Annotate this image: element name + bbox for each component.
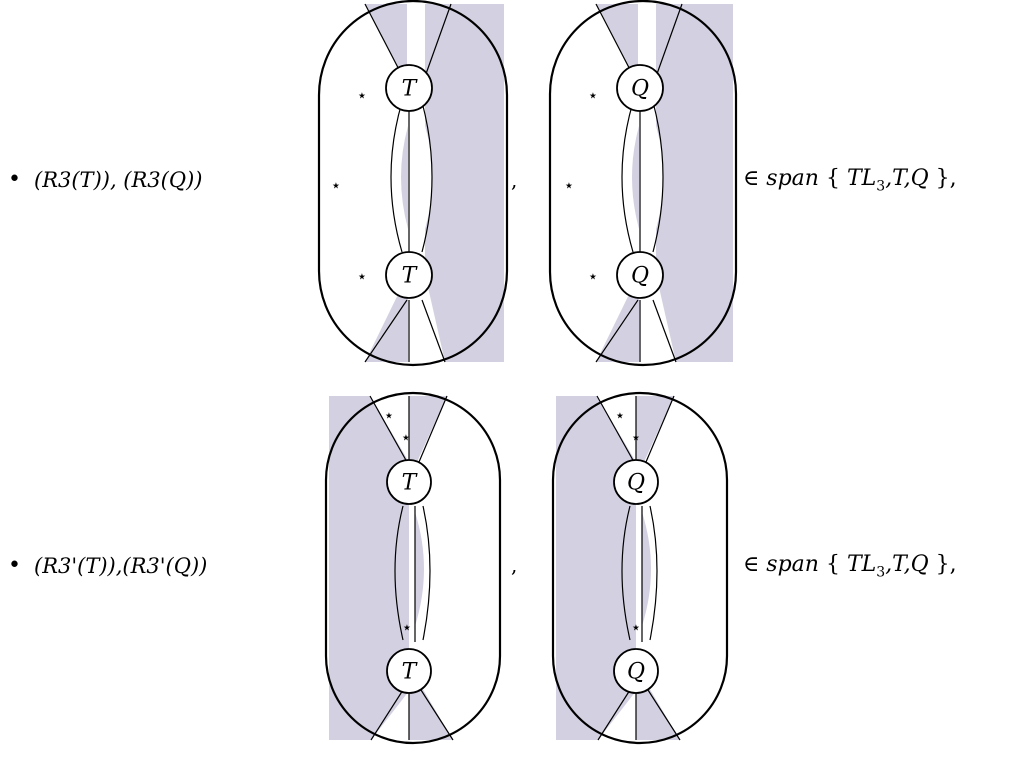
element-of-symbol: ∈ <box>743 166 760 191</box>
diagram-r3prime-q-bottom-label: Q <box>627 660 645 685</box>
span-word: span <box>766 552 819 577</box>
diagram-r3prime-t-outline <box>324 391 502 745</box>
relation-label: (R3(T)), (R3(Q)) <box>34 168 203 192</box>
diagram-r3-q-shading <box>596 4 733 362</box>
diagram-r3prime-q-top-disc <box>613 459 659 505</box>
comma: , <box>511 168 518 192</box>
star-marker: ⋆ <box>357 267 368 287</box>
star-marker: ⋆ <box>615 406 626 426</box>
diagram-r3prime-q-bottom-disc <box>613 648 659 694</box>
diagram-r3prime-q-shading <box>556 396 680 740</box>
star-marker: ⋆ <box>384 406 395 426</box>
star-marker: ⋆ <box>588 267 599 287</box>
diagram-r3-t-outline <box>317 0 509 367</box>
diagram-r3prime-t-top-label: T <box>402 471 419 496</box>
span-rest: ,T,Q <box>885 166 929 191</box>
diagram-r3-q-bottom-disc <box>616 251 664 299</box>
span-relation: ∈ span { TL3,T,Q }, <box>743 552 957 580</box>
star-marker: ⋆ <box>564 176 575 196</box>
element-of-symbol: ∈ <box>743 552 760 577</box>
tl-subscript: 3 <box>876 178 886 195</box>
diagram-r3prime-t-shading <box>329 396 453 740</box>
diagram-r3-q-outline <box>548 0 738 367</box>
diagram-r3-t-bottom-label: T <box>402 264 419 289</box>
diagram-r3-t: T T ⋆ ⋆ ⋆ <box>317 0 509 367</box>
comma: , <box>511 553 518 577</box>
diagram-r3prime-q-outline <box>551 391 729 745</box>
diagram-r3prime-t: T T ⋆ ⋆ ⋆ <box>324 391 502 745</box>
span-word: span <box>766 166 819 191</box>
star-marker: ⋆ <box>402 618 413 638</box>
bullet: • <box>8 167 21 192</box>
tl-subscript: 3 <box>876 564 886 581</box>
diagram-r3-t-bottom-disc <box>385 251 433 299</box>
diagram-r3prime-t-bottom-label: T <box>402 660 419 685</box>
diagram-r3-q-bottom-label: Q <box>631 264 649 289</box>
close-brace: }, <box>935 552 957 577</box>
relation-label: (R3'(T)),(R3'(Q)) <box>34 554 208 578</box>
diagram-r3-q-top-label: Q <box>631 77 649 102</box>
tl-base: TL <box>846 552 877 577</box>
diagram-r3prime-t-bottom-disc <box>386 648 432 694</box>
diagram-r3-t-top-disc <box>385 64 433 112</box>
star-marker: ⋆ <box>357 86 368 106</box>
diagram-r3prime-t-top-disc <box>386 459 432 505</box>
diagram-r3prime-q-strands <box>596 395 681 741</box>
diagram-r3-q-top-disc <box>616 64 664 112</box>
diagram-r3-t-shading <box>365 4 504 362</box>
star-marker: ⋆ <box>401 428 412 448</box>
relation-row-1: • (R3(T)), (R3(Q)) T T ⋆ ⋆ ⋆ , <box>8 0 957 367</box>
open-brace: { <box>825 552 840 577</box>
close-brace: }, <box>935 166 957 191</box>
star-marker: ⋆ <box>631 428 642 448</box>
span-rest: ,T,Q <box>885 552 929 577</box>
diagram-r3prime-q-top-label: Q <box>627 471 645 496</box>
diagram-r3prime-t-strands <box>369 395 454 741</box>
diagram-r3prime-q: Q Q ⋆ ⋆ ⋆ <box>551 391 729 745</box>
diagram-r3-t-strands <box>364 3 452 363</box>
span-relation: ∈ span { TL3,T,Q }, <box>743 166 957 194</box>
relation-row-2: • (R3'(T)),(R3'(Q)) T T ⋆ ⋆ ⋆ , <box>0 380 1034 758</box>
star-marker: ⋆ <box>331 176 342 196</box>
tl-base: TL <box>846 166 877 191</box>
diagram-r3-t-top-label: T <box>402 77 419 102</box>
star-marker: ⋆ <box>631 618 642 638</box>
bullet: • <box>8 553 21 578</box>
open-brace: { <box>825 166 840 191</box>
diagram-r3-q: Q Q ⋆ ⋆ ⋆ <box>548 0 738 367</box>
star-marker: ⋆ <box>588 86 599 106</box>
